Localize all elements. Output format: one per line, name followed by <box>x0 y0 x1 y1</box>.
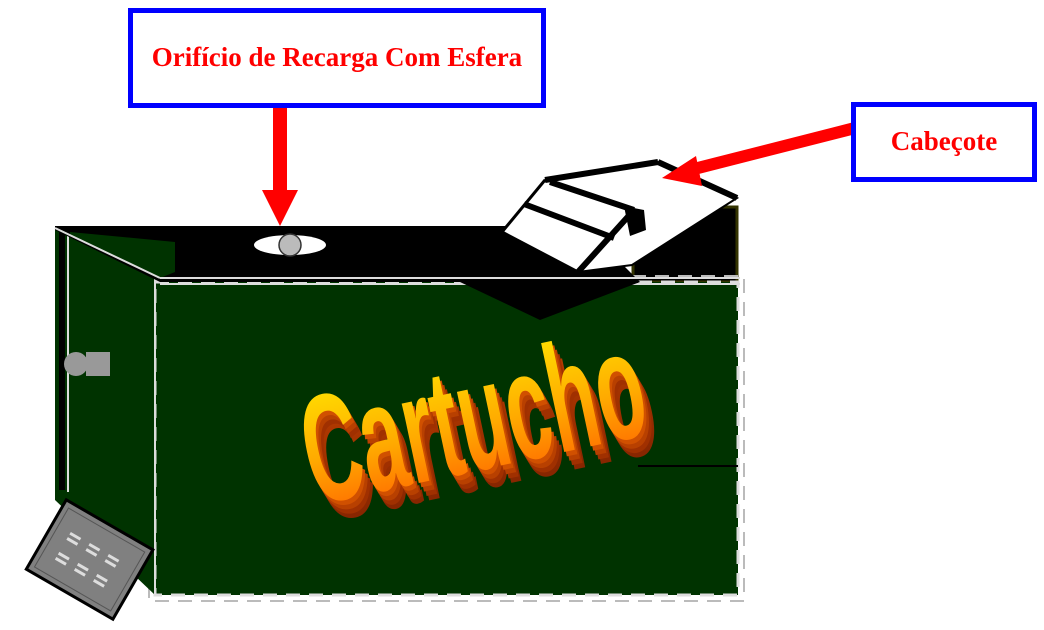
refill-hole-label-text: Orifício de Recarga Com Esfera <box>151 42 523 73</box>
refill-arrow <box>262 108 298 226</box>
printhead-label: Cabeçote <box>851 102 1037 182</box>
refill-hole-icon <box>254 233 326 257</box>
contact-plate-icon <box>24 497 155 622</box>
printhead-label-text: Cabeçote <box>890 126 998 157</box>
cartridge-top <box>54 226 740 320</box>
cartridge-body <box>148 275 745 602</box>
refill-hole-label: Orifício de Recarga Com Esfera <box>128 8 546 108</box>
print-head-icon <box>500 159 740 275</box>
printhead-arrow <box>662 122 857 186</box>
